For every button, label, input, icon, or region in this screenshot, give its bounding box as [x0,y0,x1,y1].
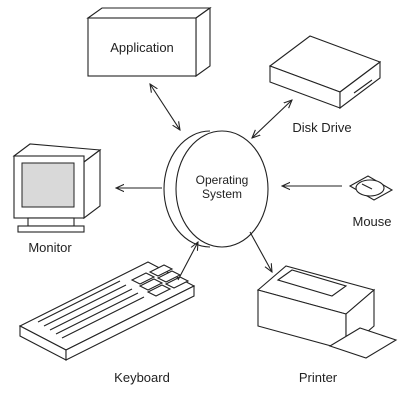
monitor-screen [21,162,75,208]
printer-top-panel [276,269,348,297]
printer-label: Printer [299,370,338,385]
monitor-stand [27,217,75,227]
application-box-side [195,6,211,78]
os-disk-face [175,130,269,248]
arrow-application-os [150,84,180,130]
arrow-os-printer [249,231,272,272]
monitor-side [83,148,101,220]
mouse-label: Mouse [352,214,391,229]
monitor-label: Monitor [28,240,72,255]
printer-node: Printer [256,265,398,385]
application-label: Application [110,40,174,55]
mouse-button-line [361,183,373,190]
disk-drive-label: Disk Drive [292,120,351,135]
os-label-line1: Operating [196,173,249,187]
printer-paper-tray [328,327,398,359]
monitor-node: Monitor [12,143,102,255]
monitor-base [17,225,85,233]
operating-system-node: Operating System [163,130,269,248]
disk-drive-node: Disk Drive [268,35,382,135]
keyboard-keypad [130,264,190,297]
keyboard-label: Keyboard [114,370,170,385]
arrow-keyboard-os [177,242,198,281]
arrow-diskdrive-os [252,100,292,138]
application-box-front [87,17,197,77]
os-label-line2: System [202,187,242,201]
application-box-top [86,7,212,19]
keyboard-key-rows [37,280,145,339]
disk-drive-side [339,60,381,110]
keyboard-front-right [65,285,195,361]
mouse-node: Mouse [348,175,394,229]
connections [116,84,342,281]
disk-drive-slot [353,79,373,94]
keyboard-node: Keyboard [18,261,196,385]
application-node: Application [86,6,212,78]
